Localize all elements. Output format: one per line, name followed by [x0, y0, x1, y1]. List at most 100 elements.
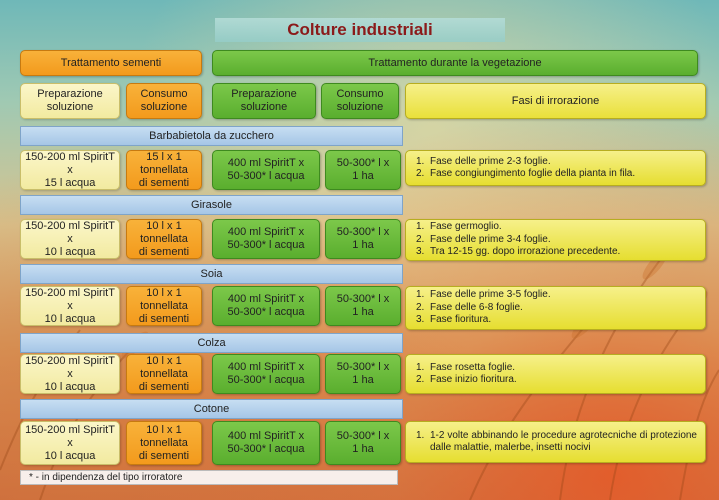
- seed-cons-line2: tonnellata: [140, 163, 188, 176]
- footnote-text: * - in dipendenza del tipo irroratore: [29, 472, 183, 483]
- veg-prep-line2: 50-300* l acqua: [227, 239, 305, 251]
- seed-prep-line2: 10 l acqua: [44, 245, 96, 258]
- phase-text: Fase congiungimento foglie della pianta …: [430, 168, 636, 179]
- crop-title-soia: Soia: [20, 264, 403, 284]
- crop-title-girasole: Girasole: [20, 195, 403, 215]
- col-veg-consumption-line1: Consumo: [336, 88, 384, 100]
- phases-list: 1.Fase germoglio. 2. Fase delle prime 3-4…: [416, 221, 620, 259]
- col-seed-prep-line2: soluzione: [46, 101, 94, 113]
- phase-item: 2. Fase congiungimento foglie della piant…: [416, 168, 635, 181]
- page-title: Colture industriali: [215, 18, 505, 42]
- veg-cons-line1: 50-300* l x: [336, 226, 390, 238]
- header-vegetation-treatment: Trattamento durante la vegetazione: [212, 50, 698, 76]
- col-veg-prep: Preparazione soluzione: [212, 83, 316, 119]
- seed-cons-line3: di sementi: [138, 312, 190, 325]
- crop-title-colza: Colza: [20, 333, 403, 353]
- veg-cons-line1: 50-300* l x: [336, 430, 390, 442]
- veg-prep-line1: 400 ml SpiritT x: [227, 430, 305, 442]
- phase-text: Fase fioritura.: [430, 314, 492, 326]
- col-veg-prep-line1: Preparazione: [231, 88, 297, 100]
- phase-item: 1.Fase germoglio.: [416, 221, 620, 234]
- phases-cell: 1. Fase rosetta foglie. 2. Fase inizio fio…: [405, 354, 706, 394]
- veg-prep-line2: 50-300* l acqua: [227, 443, 305, 455]
- veg-prep-line1: 400 ml SpiritT x: [227, 293, 305, 305]
- col-seed-consumption-line1: Consumo: [140, 88, 188, 100]
- header-seed-treatment-label: Trattamento sementi: [60, 56, 162, 69]
- veg-cons-line1: 50-300* l x: [336, 157, 390, 169]
- footnote: * - in dipendenza del tipo irroratore: [20, 470, 398, 485]
- veg-cons-line2: 1 ha: [352, 170, 374, 182]
- phase-item: 1. Fase rosetta foglie.: [416, 362, 517, 375]
- seed-cons-line3: di sementi: [138, 176, 190, 189]
- phase-number: 1.: [416, 155, 425, 167]
- phase-number: 2.: [416, 168, 425, 179]
- phases-cell: 1. 1-2 volte abbinando le procedure agrot…: [405, 421, 706, 463]
- phase-text: Fase inizio fioritura.: [430, 374, 517, 385]
- phase-item: 2. Fase delle 6-8 foglie.: [416, 302, 551, 315]
- seed-cons-line3: di sementi: [138, 380, 190, 393]
- phase-text: Tra 12-15 gg. dopo irrorazione precedent…: [430, 246, 621, 258]
- phase-number: 1.: [416, 429, 425, 441]
- phase-item: 2. Fase delle prime 3-4 foglie.: [416, 234, 620, 247]
- phase-text: Fase delle prime 3-5 foglie.: [430, 289, 551, 301]
- header-seed-treatment: Trattamento sementi: [20, 50, 202, 76]
- crop-title-barbabietola: Barbabietola da zucchero: [20, 126, 403, 146]
- crop-name: Cotone: [193, 403, 230, 415]
- crop-name: Barbabietola da zucchero: [149, 130, 274, 142]
- col-seed-prep: Preparazione soluzione: [20, 83, 120, 119]
- veg-cons-line2: 1 ha: [352, 239, 374, 251]
- phase-number: 1.: [416, 361, 425, 373]
- phases-cell: 1. Fase delle prime 3-5 foglie. 2. Fase de…: [405, 286, 706, 330]
- phases-list: 1. Fase rosetta foglie. 2. Fase inizio fio…: [416, 362, 517, 387]
- phase-text: Fase rosetta foglie.: [430, 361, 516, 373]
- phase-item: 1. Fase delle prime 3-5 foglie.: [416, 289, 551, 302]
- phase-number: 2.: [416, 233, 425, 245]
- seed-cons-line2: tonnellata: [140, 436, 188, 449]
- seed-prep-line1: 150-200 ml SpiritT x: [25, 423, 115, 449]
- seed-cons-line2: tonnellata: [140, 367, 188, 380]
- seed-prep-line2: 10 l acqua: [44, 449, 96, 462]
- phase-item: 1. 1-2 volte abbinando le procedure agrot…: [416, 430, 697, 455]
- phase-item: 2. Fase inizio fioritura.: [416, 374, 517, 387]
- phases-list: 1. 1-2 volte abbinando le procedure agrot…: [416, 430, 697, 455]
- veg-prep-line2: 50-300* l acqua: [227, 374, 305, 386]
- veg-prep-line1: 400 ml SpiritT x: [227, 157, 305, 169]
- seed-cons-line1: 15 l x 1: [146, 150, 182, 163]
- phase-number: 1.: [416, 221, 425, 233]
- col-phases-label: Fasi di irrorazione: [511, 94, 600, 107]
- phases-list: 1. Fase delle prime 3-5 foglie. 2. Fase de…: [416, 289, 551, 327]
- phase-number: 2.: [416, 301, 425, 313]
- phase-number: 2.: [416, 374, 425, 385]
- phases-cell: 1.Fase germoglio. 2. Fase delle prime 3-4…: [405, 219, 706, 261]
- veg-cons-line1: 50-300* l x: [336, 361, 390, 373]
- col-seed-consumption-line2: soluzione: [140, 101, 188, 113]
- phase-text: Fase delle 6-8 foglie.: [430, 301, 523, 313]
- seed-prep-line1: 150-200 ml SpiritT x: [25, 286, 115, 312]
- col-veg-consumption-line2: soluzione: [336, 101, 384, 113]
- phases-list: 1. Fase delle prime 2-3 foglie. 2. Fase co…: [416, 156, 635, 181]
- seed-prep-line1: 150-200 ml SpiritT x: [25, 219, 115, 245]
- phase-text: Fase delle prime 2-3 foglie.: [430, 155, 551, 167]
- phases-cell: 1. Fase delle prime 2-3 foglie. 2. Fase co…: [405, 150, 706, 186]
- veg-prep-line1: 400 ml SpiritT x: [227, 226, 305, 238]
- phase-item: 3.Fase fioritura.: [416, 314, 551, 327]
- phase-text: 1-2 volte abbinando le procedure agrotec…: [430, 429, 697, 454]
- seed-prep-line2: 10 l acqua: [44, 380, 96, 393]
- seed-cons-line3: di sementi: [138, 449, 190, 462]
- phase-text: Fase delle prime 3-4 foglie.: [430, 233, 551, 245]
- col-seed-prep-line1: Preparazione: [37, 88, 103, 100]
- phase-number: 1.: [416, 289, 425, 301]
- veg-prep-line2: 50-300* l acqua: [227, 170, 305, 182]
